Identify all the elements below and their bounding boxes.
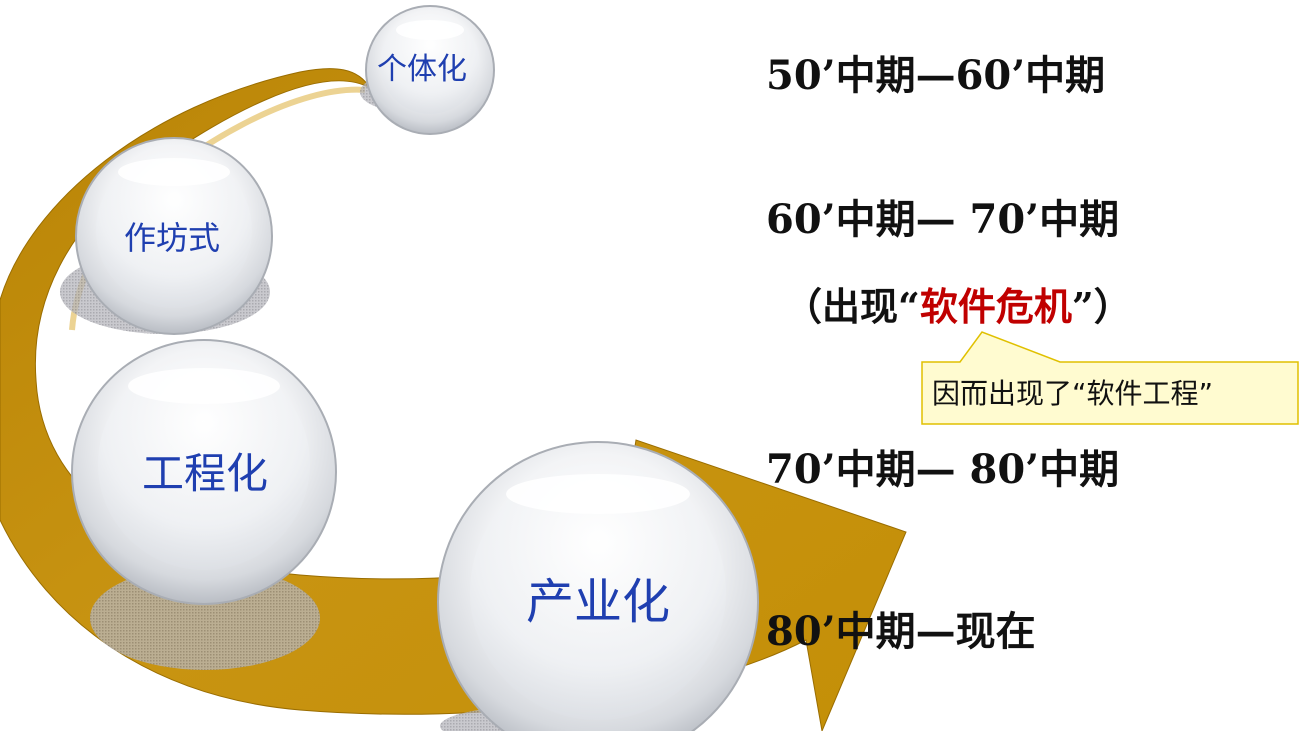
crisis-note-open-quote: “: [898, 284, 920, 329]
period-text-2: 60’中期— 70’中期: [766, 196, 1120, 243]
period-text-1: 50’中期—60’中期: [766, 52, 1106, 99]
stage-ball-engineering: [71, 339, 337, 605]
stage-ball-workshop: [75, 137, 273, 335]
callout-text: 因而出现了“软件工程”: [932, 377, 1214, 410]
stage-ball-individual: [365, 5, 495, 135]
stage-label-engineering: 工程化: [141, 449, 269, 498]
stage-label-individual: 个体化: [377, 52, 467, 87]
crisis-note-highlight: 软件危机: [919, 285, 1072, 329]
stage-ball-industrial: [437, 441, 759, 731]
period-text-3: 70’中期— 80’中期: [766, 446, 1120, 493]
callout-box: [921, 331, 1299, 425]
period-text-4: 80’中期—现在: [766, 608, 1036, 655]
stage-label-industrial: 产业化: [525, 574, 671, 630]
stage-label-workshop: 作坊式: [123, 219, 221, 257]
crisis-note-prefix: （出现: [784, 285, 899, 329]
crisis-note-suffix: ）: [1093, 285, 1132, 329]
crisis-note: （出现“软件危机”）: [784, 285, 1132, 329]
crisis-note-close-quote: ”: [1071, 284, 1094, 329]
